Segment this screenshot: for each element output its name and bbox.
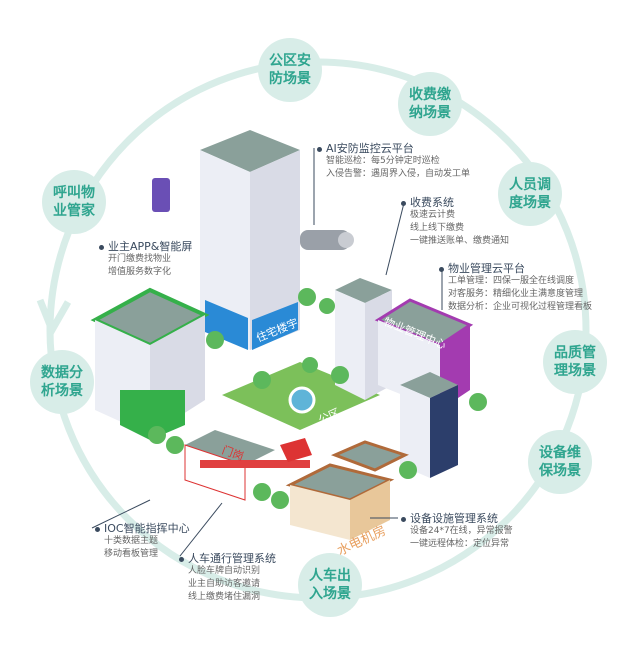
- info-property-cloud: 物业管理云平台 工单管理：四保一服全在线调度对客服务：精细化业主满意度管理数据分…: [438, 262, 593, 312]
- scene-equipment-maintenance: 设备维保场景: [528, 430, 592, 494]
- phone-icon: [152, 178, 170, 212]
- car-icon: [280, 438, 312, 462]
- camera-icon: [300, 230, 354, 250]
- data-center-building: [90, 287, 210, 440]
- info-owner-app: 业主APP&智能屏 开门缴费找物业增值服务数字化: [98, 240, 193, 277]
- scene-vehicle-entry: 人车出入场景: [298, 553, 362, 617]
- info-ioc: IOC智能指挥中心 十类数据主题移动看板管理: [95, 522, 190, 559]
- info-vehicle-access: 人车通行管理系统 人脸车牌自动识别业主自助访客邀请线上缴费堵住漏洞: [179, 552, 276, 602]
- fountain: [288, 386, 316, 414]
- scene-public-security: 公区安防场景: [258, 38, 322, 102]
- arrow-icon: [36, 298, 72, 339]
- scene-staff-dispatch: 人员调度场景: [498, 162, 562, 226]
- trees: [148, 288, 487, 509]
- utility-room-building: [285, 440, 409, 540]
- scene-call-butler: 呼叫物业管家: [42, 170, 106, 234]
- info-billing: 收费系统 极速云计费线上线下缴费一键推送账单、缴费通知: [400, 196, 510, 246]
- leader-lines: [91, 148, 443, 557]
- scene-quality-management: 品质管理场景: [543, 330, 607, 394]
- gate-building: [184, 430, 312, 501]
- info-ai-security: AI安防监控云平台 智能巡检：每5分钟定时巡检入侵告警：遇周界入侵，自动发工单: [316, 142, 471, 179]
- scene-fee-payment: 收费缴纳场景: [398, 72, 462, 136]
- scene-data-analysis: 数据分析场景: [30, 350, 94, 414]
- info-equipment: 设备设施管理系统 设备24*7在线，异常报警一键远程体检：定位异常: [401, 512, 513, 549]
- residential-tower: [200, 130, 300, 350]
